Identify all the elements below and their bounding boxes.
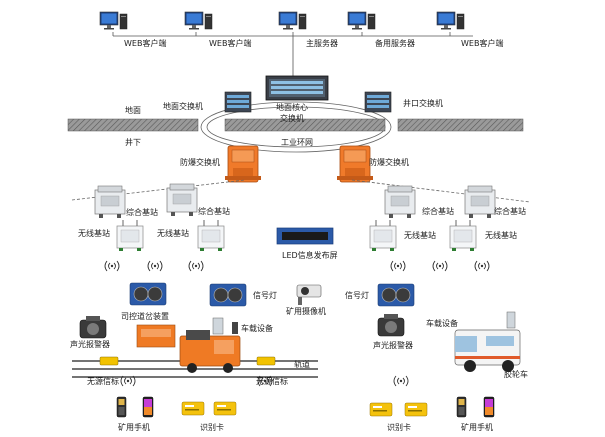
label-main-server: 主服务器 [306,39,338,48]
main-server-pc-icon [278,11,307,30]
label-mining-camera: 矿用摄像机 [286,307,326,316]
led-board-icon [276,227,334,245]
label-web-client-1: WEB客户端 [124,39,167,48]
label-alarm-1: 声光报警器 [70,340,110,349]
ground-switch-icon [224,91,252,113]
vehicle-antenna-icon [232,322,238,334]
label-signal-lamp-2: 信号灯 [345,291,369,300]
label-alarm-2: 声光报警器 [373,341,413,350]
label-combo-station-4: 综合基站 [494,207,526,216]
mining-phone-icon [142,396,154,418]
mining-phone-icon [116,396,127,418]
ground-bar [67,118,199,132]
label-mining-phone-2: 矿用手机 [461,423,493,432]
combo-station-icon [166,183,198,217]
mining-camera-icon [296,284,322,305]
passive-beacon-icon [256,356,276,366]
label-combo-station-3: 综合基站 [422,207,454,216]
label-rubber-car: 胶轮车 [504,370,528,379]
wireless-signal-icon [104,260,120,272]
core-switch-chassis [265,75,329,101]
label-led-board: LED信息发布屏 [282,251,338,260]
label-wireless-station-2: 无线基站 [157,229,189,238]
label-backup-server: 备用服务器 [375,39,415,48]
label-signal-lamp-1: 信号灯 [253,291,277,300]
alarm-icon [79,315,107,339]
label-combo-station-2: 综合基站 [198,207,230,216]
id-card-icon [369,402,393,417]
wireless-signal-icon [147,260,163,272]
label-ground: 地面 [125,106,141,115]
passive-beacon-icon [99,356,119,366]
web-client-pc-icon [99,11,128,30]
wireless-signal-icon [390,260,406,272]
label-wireless-station-1: 无线基站 [78,229,110,238]
label-vehicle-device-1: 车载设备 [241,324,273,333]
label-exit-switch: 井口交换机 [403,99,443,108]
id-card-icon [181,401,205,416]
road-control-device-icon [136,324,176,348]
wireless-station-icon [116,219,144,252]
combo-station-icon [94,185,126,219]
label-industrial-ring: 工业环网 [281,138,313,147]
explosion-proof-switch-icon [224,145,262,183]
label-ground-switch: 地面交换机 [163,102,203,111]
label-explosion-switch-right: 防爆交换机 [369,158,409,167]
wireless-station-icon [369,219,397,252]
backup-server-pc-icon [347,11,376,30]
signal-lamp-icon [377,283,415,307]
mining-phone-icon [483,396,495,418]
label-road-control: 司控道岔装置 [121,312,169,321]
wireless-station-icon [449,219,477,252]
web-client-pc-icon [184,11,213,30]
label-mining-phone-1: 矿用手机 [118,423,150,432]
vehicle-device-icon [506,311,516,329]
label-id-card-2: 识别卡 [387,423,411,432]
label-explosion-switch-left: 防爆交换机 [180,158,220,167]
label-passive-beacon-2: 无源信标 [256,377,288,386]
combo-station-icon [384,185,416,219]
rubber-tire-car-icon [454,329,521,372]
vehicle-device-icon [212,317,224,335]
id-card-icon [404,402,428,417]
web-client-pc-icon [436,11,465,30]
label-combo-station-1: 综合基站 [126,208,158,217]
wireless-station-icon [197,219,225,252]
label-wireless-station-3: 无线基站 [404,231,436,240]
exit-switch-icon [364,91,392,113]
alarm-icon [377,313,405,337]
locomotive-icon [179,330,241,373]
combo-station-icon [464,185,496,219]
label-wireless-station-4: 无线基站 [485,231,517,240]
label-id-card-1: 识别卡 [200,423,224,432]
label-vehicle-device-2: 车载设备 [426,319,458,328]
label-track: 轨道 [294,360,310,369]
label-underground: 井下 [125,138,141,147]
label-core-switch: 地面核心 交换机 [276,103,308,123]
signal-lamp-icon [129,282,167,306]
label-web-client-2: WEB客户端 [209,39,252,48]
wireless-signal-icon [188,260,204,272]
label-web-client-3: WEB客户端 [461,39,504,48]
wireless-signal-icon [432,260,448,272]
id-card-icon [213,401,237,416]
wireless-signal-icon [474,260,490,272]
explosion-proof-switch-icon [336,145,374,183]
ground-bar [224,118,386,132]
label-passive-beacon-1: 无源信标 [87,377,119,386]
wireless-signal-icon [393,375,409,387]
signal-lamp-icon [209,283,247,307]
mining-phone-icon [456,396,467,418]
ground-bar [397,118,524,132]
